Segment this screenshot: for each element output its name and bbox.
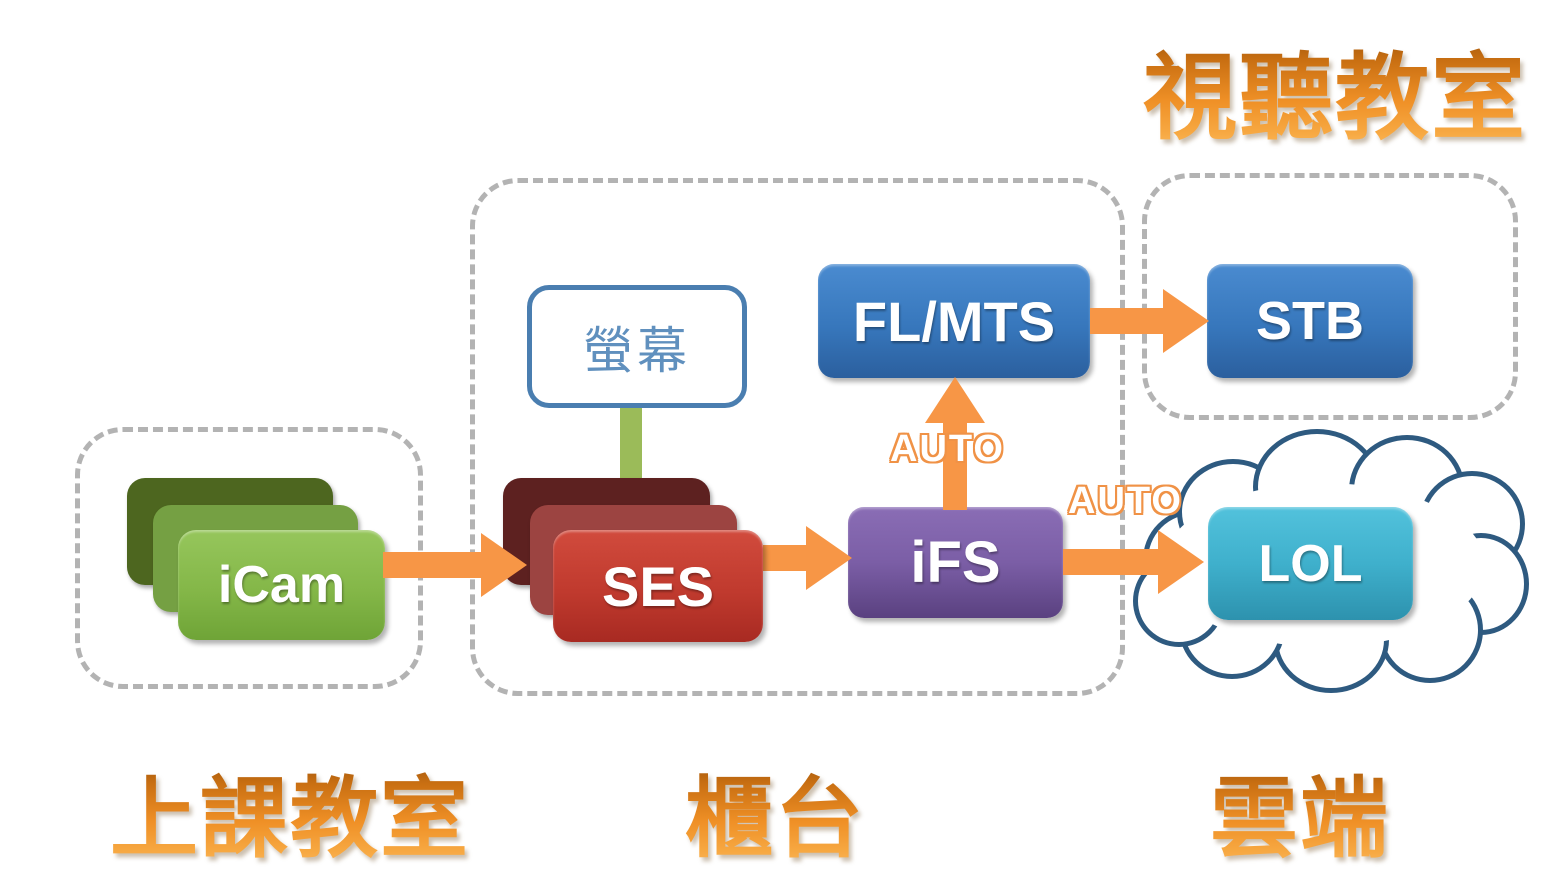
arrowhead-flmts-to-stb-icon — [1163, 289, 1209, 353]
arrowhead-ifs-to-flmts-icon — [925, 377, 985, 423]
arrow-ifs-to-lol — [1063, 549, 1161, 575]
counter-group-outline — [470, 178, 1125, 696]
cloud-section-label: 雲端 — [1120, 748, 1480, 875]
flmts-label: FL/MTS — [852, 289, 1056, 353]
arrow-icam-to-ses — [383, 552, 483, 578]
arrowhead-ses-to-ifs-icon — [806, 526, 852, 590]
av-room-group-outline — [1142, 173, 1518, 420]
node-icam: iCam — [178, 530, 385, 640]
screen-to-ses-connector — [620, 394, 642, 486]
arrow-flmts-to-stb — [1090, 308, 1168, 334]
stb-label: STB — [1256, 291, 1364, 351]
auto-label-horizontal: AUTO — [1068, 480, 1183, 522]
screen-label: 螢幕 — [583, 322, 691, 379]
page-title: 視聽教室 — [1130, 22, 1540, 158]
arrow-ifs-to-flmts — [943, 420, 967, 510]
icam-label: iCam — [217, 556, 346, 614]
node-stb: STB — [1207, 264, 1413, 378]
lol-label: LOL — [1258, 534, 1363, 593]
arrowhead-ifs-to-lol-icon — [1158, 530, 1204, 594]
node-lol: LOL — [1208, 507, 1413, 620]
auto-label-vertical: AUTO — [890, 428, 1005, 470]
counter-section-label: 櫃台 — [600, 748, 950, 875]
node-ses: SES — [553, 530, 763, 642]
arrowhead-icam-to-ses-icon — [481, 533, 527, 597]
node-screen: 螢幕 — [527, 285, 747, 408]
node-ifs: iFS — [848, 507, 1063, 618]
arrow-ses-to-ifs — [763, 545, 811, 571]
ses-label: SES — [601, 554, 715, 618]
ifs-label: iFS — [910, 530, 1001, 595]
classroom-section-label: 上課教室 — [75, 748, 505, 875]
node-flmts: FL/MTS — [818, 264, 1090, 378]
